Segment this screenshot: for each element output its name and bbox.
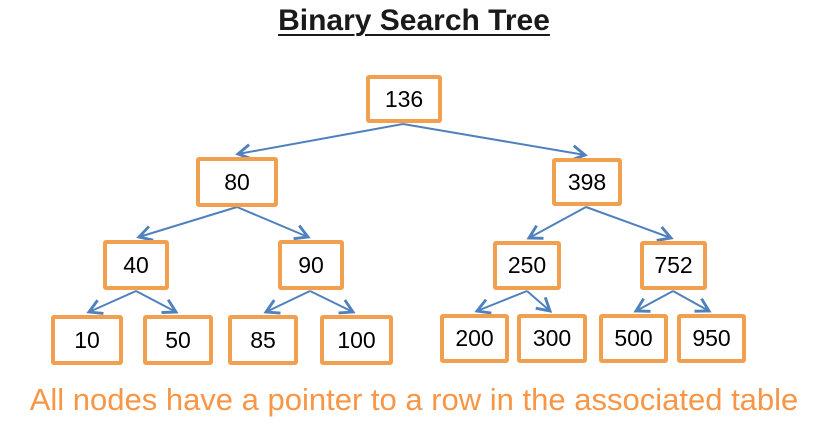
tree-node-label: 85 [250, 326, 276, 353]
tree-node-950: 950 [677, 314, 746, 363]
tree-node-label: 398 [567, 168, 607, 195]
tree-node-10: 10 [51, 315, 123, 365]
edge-40-10 [86, 290, 137, 315]
tree-node-100: 100 [320, 315, 393, 365]
edge-90-100 [309, 290, 356, 315]
edge-136-80 [235, 123, 404, 161]
tree-node-label: 80 [224, 168, 250, 195]
tree-node-200: 200 [440, 314, 509, 363]
tree-node-136: 136 [366, 75, 442, 123]
edge-250-200 [474, 290, 528, 315]
tree-node-90: 90 [278, 240, 344, 290]
tree-node-300: 300 [517, 314, 587, 363]
edge-90-85 [263, 290, 311, 315]
tree-node-label: 50 [165, 326, 191, 353]
diagram-title: Binary Search Tree [278, 4, 550, 37]
tree-node-label: 40 [123, 251, 149, 278]
edge-250-300 [526, 290, 553, 313]
tree-node-50: 50 [143, 315, 213, 365]
tree-node-label: 136 [384, 85, 424, 112]
tree-node-752: 752 [640, 241, 707, 290]
edge-398-752 [585, 206, 674, 242]
tree-node-85: 85 [228, 315, 298, 365]
diagram-caption: All nodes have a pointer to a row in the… [29, 382, 799, 417]
tree-node-500: 500 [599, 314, 668, 363]
tree-node-label: 500 [614, 325, 653, 351]
tree-node-label: 300 [532, 325, 572, 351]
edge-80-40 [136, 206, 238, 242]
tree-node-250: 250 [493, 241, 561, 290]
edge-398-250 [526, 206, 587, 240]
edge-752-950 [672, 290, 712, 313]
tree-node-label: 10 [74, 326, 100, 353]
edge-40-50 [135, 290, 179, 314]
tree-node-label: 752 [654, 252, 693, 278]
tree-node-80: 80 [196, 157, 278, 207]
tree-node-40: 40 [103, 240, 169, 290]
edge-752-500 [633, 290, 674, 313]
edge-80-90 [236, 206, 311, 241]
tree-node-label: 90 [298, 251, 324, 278]
edge-136-398 [402, 123, 588, 162]
tree-node-398: 398 [552, 158, 622, 206]
tree-node-label: 250 [507, 252, 547, 278]
tree-node-label: 950 [692, 325, 731, 351]
tree-node-label: 200 [455, 325, 494, 351]
tree-node-label: 100 [337, 326, 376, 353]
